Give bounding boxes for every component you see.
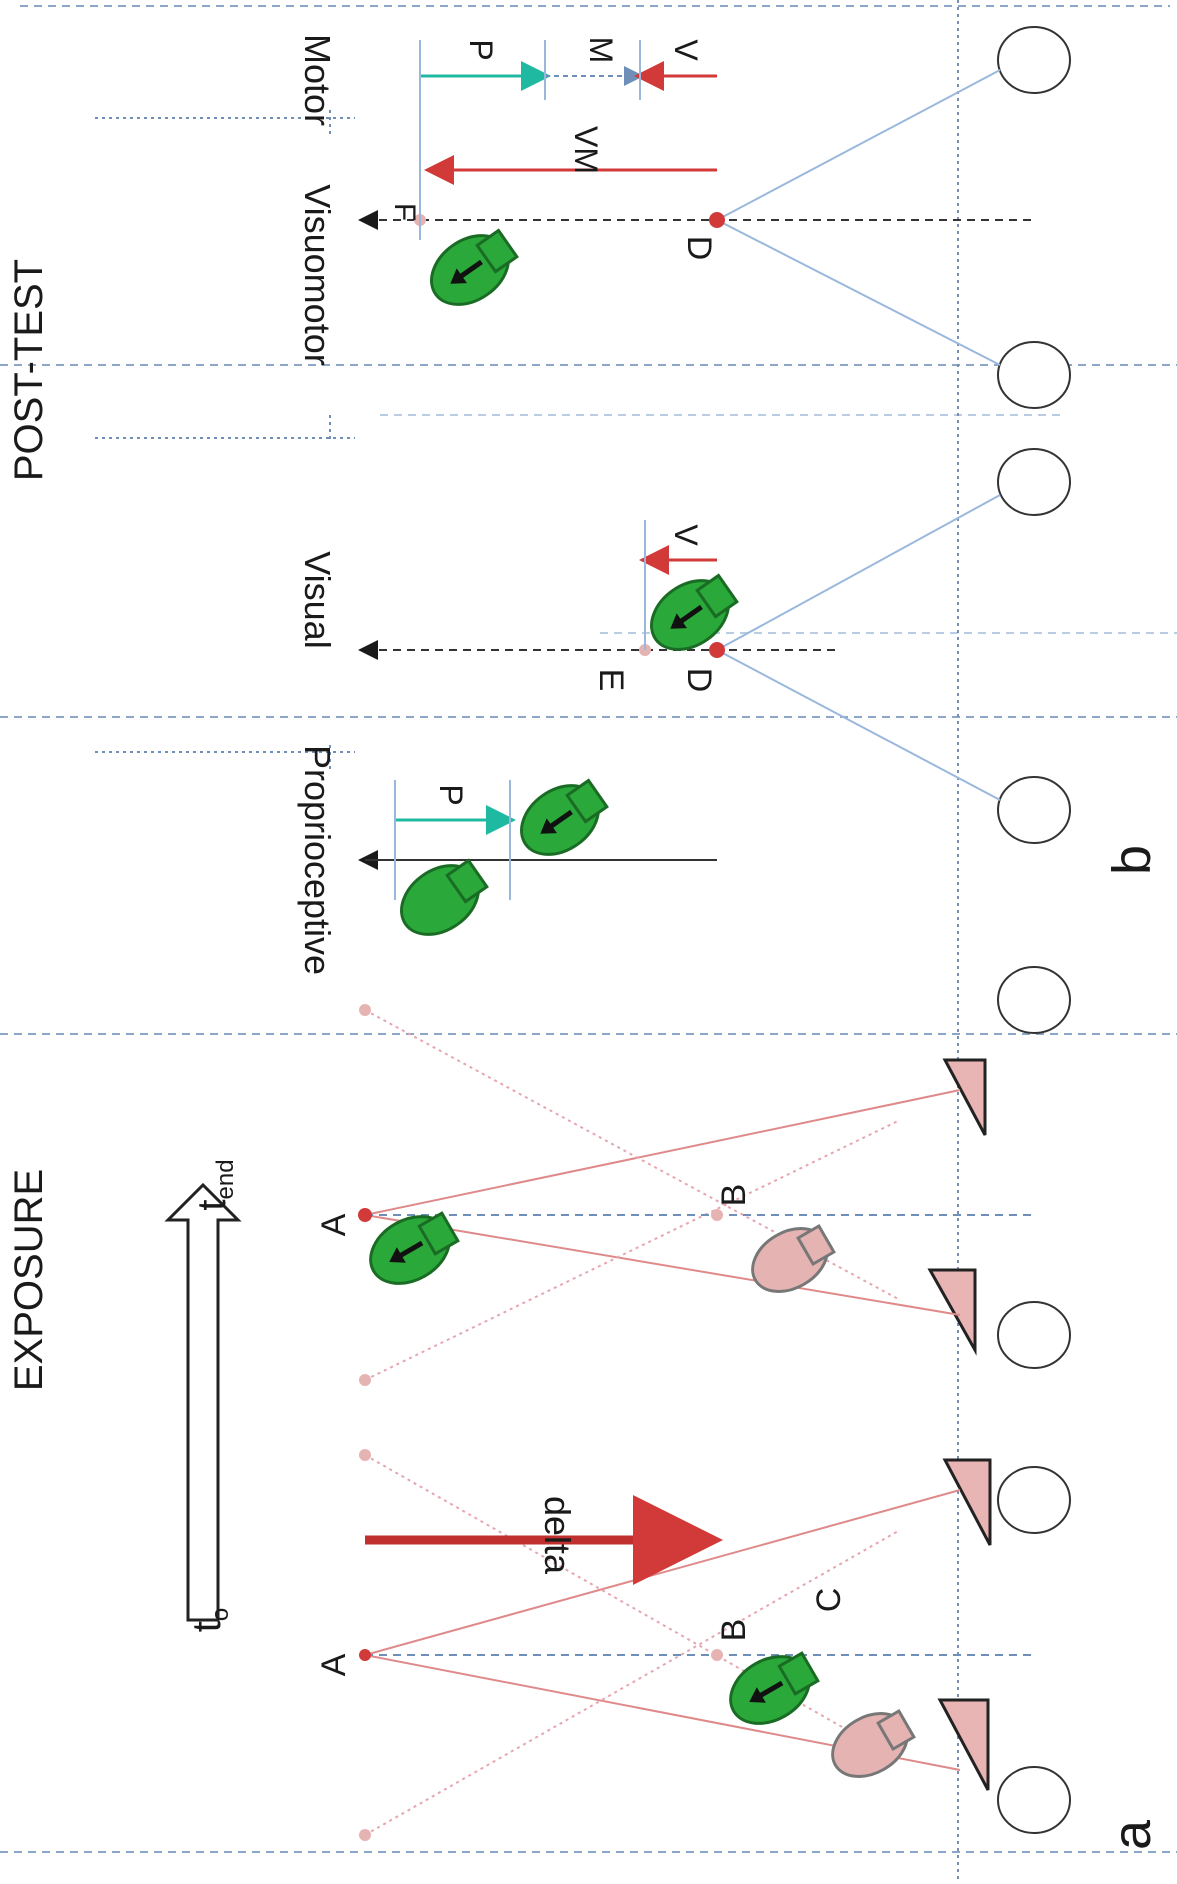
exposure-panel	[164, 966, 1071, 1841]
col-motor: Motor	[297, 34, 338, 126]
green-hand-icon	[369, 1211, 460, 1285]
point-a-end	[358, 1208, 372, 1222]
time-arrow	[164, 1182, 242, 1622]
label-a-start: A	[315, 1653, 353, 1676]
green-hand-icon	[729, 1651, 820, 1725]
post-test-hands	[400, 228, 739, 936]
pink-hand-icon	[751, 1223, 836, 1293]
label-proprioceptive-p: P	[433, 784, 469, 805]
eye-icon	[997, 341, 1071, 409]
exposure-prisms	[927, 1058, 992, 1791]
exposure-vertical-guides	[365, 1214, 1034, 1656]
point-d-visual	[709, 642, 725, 658]
labels: EXPOSURE POST-TEST a b Proprioceptive Vi…	[7, 34, 1162, 1850]
green-hand-icon	[430, 228, 519, 306]
prism-icon	[942, 1458, 992, 1546]
post-test-vertical-guides	[365, 219, 1034, 651]
guide-lines	[0, 5, 1177, 1853]
col-proprioceptive: Proprioceptive	[297, 745, 338, 975]
panel-label-b: b	[1102, 845, 1162, 875]
eye-icon	[997, 448, 1071, 516]
point-b-start	[711, 1649, 723, 1661]
panel-label-a: a	[1102, 1819, 1162, 1850]
eye-icon	[997, 1466, 1071, 1534]
post-test-eyes	[997, 26, 1071, 844]
label-visual-v: V	[668, 524, 704, 546]
prism-icon	[942, 1058, 987, 1136]
separators	[95, 0, 959, 1879]
section-exposure: EXPOSURE	[7, 1169, 51, 1391]
label-delta: delta	[537, 1496, 578, 1575]
eye-icon	[997, 1766, 1071, 1834]
eye-icon	[997, 776, 1071, 844]
post-test-panel	[358, 26, 1071, 936]
label-motor-v: V	[668, 39, 704, 61]
point-b-end	[711, 1209, 723, 1221]
col-visual: Visual	[297, 551, 338, 648]
pink-hand-icon	[831, 1708, 916, 1778]
time-end: tend	[190, 1159, 239, 1210]
label-e: E	[592, 669, 630, 692]
label-motor-m: M	[583, 37, 619, 64]
label-c: C	[810, 1588, 848, 1613]
green-hand-icon	[400, 858, 489, 936]
point-a-start	[359, 1649, 371, 1661]
eye-icon	[997, 26, 1071, 94]
eye-icon	[997, 1301, 1071, 1369]
label-vm: VM	[568, 126, 604, 174]
label-f: F	[388, 203, 421, 221]
prism-icon	[927, 1268, 977, 1356]
exposure-eyes	[997, 966, 1071, 1834]
col-visuomotor: Visuomotor	[297, 184, 338, 365]
section-post-test: POST-TEST	[7, 259, 51, 481]
label-motor-p: P	[463, 39, 499, 60]
green-hand-icon	[520, 778, 609, 856]
time-start: to	[185, 1608, 234, 1632]
point-d-visuomotor	[709, 212, 725, 228]
exposure-sight-lines	[364, 1089, 961, 1771]
post-test-sight-lines	[716, 69, 1001, 801]
label-b-start: B	[715, 1619, 753, 1642]
label-b-end: B	[715, 1184, 753, 1207]
label-d-visuomotor: D	[680, 236, 718, 261]
prism-icon	[937, 1698, 990, 1791]
exposure-points	[358, 1004, 723, 1841]
label-d-visual: D	[680, 668, 718, 693]
green-hand-icon	[650, 573, 739, 651]
label-a-end: A	[315, 1213, 353, 1236]
exposure-hands	[369, 1211, 916, 1778]
eye-icon	[997, 966, 1071, 1034]
exposure-projection-lines	[364, 1009, 901, 1836]
